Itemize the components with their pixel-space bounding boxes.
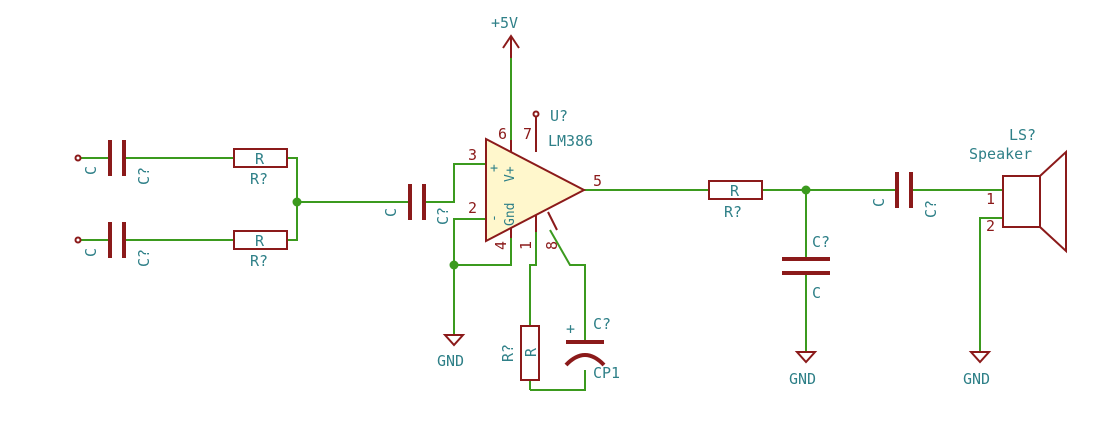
- vplus-pin-label: V+: [503, 166, 518, 182]
- plus-input-symbol: +: [487, 164, 502, 172]
- resistor-ref-label: R?: [724, 203, 742, 221]
- lm386-amplifier[interactable]: U? LM386 6 7 3 2 5 4 1 8 + - V+ Gnd: [468, 107, 602, 250]
- resistor-ref-label: R?: [250, 170, 268, 188]
- cp-ref-label: C?: [593, 315, 611, 333]
- coupling-capacitor[interactable]: C C?: [382, 184, 452, 225]
- pin-number: 3: [468, 146, 477, 164]
- filter-capacitor[interactable]: C? C: [782, 233, 830, 302]
- input-resistor-1[interactable]: R R?: [233, 148, 288, 188]
- pin-number: 1: [986, 190, 995, 208]
- pin-number: 1: [517, 241, 535, 250]
- resistor-ref-label: R?: [499, 344, 517, 362]
- resistor-value-label: R: [730, 182, 740, 200]
- cap-ref-label: C?: [135, 167, 153, 185]
- wires: [80, 58, 1003, 391]
- cap-ref-label: C?: [922, 200, 940, 218]
- cap-value-label: C: [812, 284, 821, 302]
- speaker-value-label: Speaker: [969, 145, 1032, 163]
- resistor-value-label: R: [255, 232, 265, 250]
- ground-symbol: GND: [437, 334, 466, 370]
- pin-number: 6: [498, 125, 507, 143]
- cp-value-label: CP1: [593, 364, 620, 382]
- amp-value-label: LM386: [548, 132, 593, 150]
- cap-value-label: C: [870, 198, 888, 207]
- speaker-ref-label: LS?: [1009, 126, 1036, 144]
- cap-ref-label: C?: [812, 233, 830, 251]
- cap-ref-label: C?: [135, 249, 153, 267]
- power-vcc-symbol: +5V: [491, 14, 520, 58]
- pin-number: 8: [543, 241, 561, 250]
- pin-number: 2: [468, 199, 477, 217]
- cp-plus-label: +: [566, 320, 575, 338]
- input-capacitor-2[interactable]: C C?: [74, 222, 154, 267]
- junction-dot: [801, 185, 811, 195]
- gain-resistor[interactable]: R R?: [499, 325, 540, 381]
- speaker[interactable]: LS? Speaker 1 2: [969, 126, 1067, 254]
- cap-value-label: C: [82, 248, 100, 257]
- ground-symbol: GND: [789, 351, 818, 388]
- cap-value-label: C: [382, 208, 400, 217]
- polarized-capacitor[interactable]: + C? CP1: [564, 315, 620, 382]
- resistor-value-label: R: [522, 347, 540, 357]
- resistor-value-label: R: [255, 150, 265, 168]
- junction-dot: [292, 197, 302, 207]
- gnd-label: GND: [437, 352, 464, 370]
- pin-number: 5: [593, 172, 602, 190]
- amp-ref-label: U?: [550, 107, 568, 125]
- junction-dot: [449, 260, 459, 270]
- ground-symbol: GND: [963, 351, 992, 388]
- pin-number: 7: [523, 125, 532, 143]
- input-capacitor-1[interactable]: C C?: [74, 140, 154, 185]
- minus-input-symbol: -: [487, 214, 502, 222]
- output-resistor[interactable]: R R?: [708, 180, 763, 221]
- opamp-triangle: [485, 137, 587, 243]
- gnd-label: GND: [963, 370, 990, 388]
- cap-ref-label: C?: [434, 207, 452, 225]
- pin-number: 4: [492, 241, 510, 250]
- vcc-label: +5V: [491, 14, 518, 32]
- resistor-ref-label: R?: [250, 252, 268, 270]
- gnd-pin-label: Gnd: [503, 203, 518, 226]
- output-capacitor[interactable]: C C?: [870, 172, 940, 218]
- gnd-label: GND: [789, 370, 816, 388]
- pin-number: 2: [986, 217, 995, 235]
- input-resistor-2[interactable]: R R?: [233, 230, 288, 270]
- cap-value-label: C: [82, 166, 100, 175]
